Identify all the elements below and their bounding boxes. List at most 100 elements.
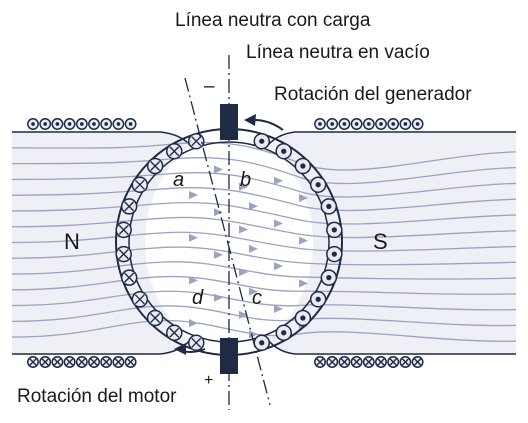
coil-bottom-right-cross-stroke [389, 358, 397, 366]
field-line-arrowhead [274, 304, 283, 313]
coil-bottom-right-cross-stroke [377, 358, 385, 366]
field-line [11, 172, 517, 198]
coil-top-right-dot [415, 122, 420, 126]
conductor-dot-dot [281, 330, 287, 336]
field-line-arrowhead [274, 176, 283, 185]
zone-label-a: a [173, 169, 184, 191]
field-line [11, 216, 517, 239]
zone-label-b: b [240, 169, 251, 191]
south-pole-bottom-edge [267, 339, 516, 355]
conductor-dot-dot [281, 148, 287, 154]
neutral-line-with-load-label: Línea neutra con carga [175, 10, 371, 31]
field-line-arrowhead [239, 268, 248, 277]
conductor-cross-cross-stroke [134, 294, 145, 305]
conductor-cross-cross-stroke [118, 249, 129, 260]
field-line [11, 261, 517, 280]
conductor-dot-dot [326, 274, 332, 281]
coil-top-left-dot [31, 122, 35, 126]
field-line [11, 141, 517, 171]
coil-bottom-left-cross-stroke [90, 358, 98, 366]
field-line-arrowhead [274, 219, 283, 228]
field-line-arrowhead [214, 293, 223, 302]
armature-conductors [115, 132, 343, 352]
south-pole-top-edge [267, 131, 516, 146]
zone-label-d: d [192, 287, 204, 309]
conductor-dot-dot [300, 315, 306, 321]
brush-top [220, 104, 238, 140]
coil-top-left-dot [104, 122, 109, 126]
coil-top-left-dot [92, 122, 96, 126]
field-line-arrowhead [214, 208, 223, 217]
field-line [11, 290, 517, 311]
conductor-dot-dot [259, 340, 265, 346]
conductor-cross-cross-stroke [124, 201, 135, 212]
coil-bottom-right-cross-stroke [328, 358, 336, 366]
field-line-arrowhead [249, 202, 258, 211]
coil-top-right-dot [379, 122, 383, 126]
coil-bottom-right-cross-stroke [316, 358, 324, 366]
field-line [11, 186, 517, 212]
field-line-arrowhead [249, 287, 258, 296]
coil-top-right-dot [391, 122, 396, 126]
field-coils [27, 118, 424, 368]
brush-bottom [220, 338, 238, 374]
conductor-cross-cross-stroke [134, 179, 145, 190]
neutral-line-with-load [184, 77, 271, 406]
conductor-dot-dot [259, 138, 265, 144]
brush-plus-sign: + [204, 372, 213, 389]
conductor-dot-dot [300, 163, 306, 169]
conductor-cross-cross-stroke [169, 327, 180, 338]
field-line [11, 275, 517, 295]
coil-top-left-dot [116, 122, 121, 126]
coil-top-left-dot [67, 122, 72, 126]
coil-bottom-left-cross-stroke [29, 358, 37, 366]
coil-top-left-dot [128, 122, 133, 126]
field-line-arrowhead [239, 310, 248, 319]
coil-top-right-dot [366, 122, 371, 126]
field-line-arrowhead [189, 233, 198, 242]
coil-bottom-left-cross-stroke [53, 358, 62, 366]
conductor-cross-cross-stroke [150, 160, 161, 171]
motor-rotation-arrow [174, 343, 206, 355]
field-line-arrowhead [299, 193, 308, 202]
coil-bottom-right-cross-stroke [340, 358, 349, 366]
coil-top-left-dot [55, 122, 60, 126]
coil-bottom-left-cross-stroke [41, 358, 49, 366]
field-line-arrowhead [299, 279, 308, 288]
field-line [11, 320, 517, 342]
coil-bottom-left-cross-stroke [114, 358, 123, 366]
field-line-arrowhead [239, 225, 248, 234]
field-line-arrowhead [189, 191, 198, 200]
conductor-cross-cross-stroke [191, 136, 202, 147]
conductor-cross-cross-stroke [118, 224, 129, 235]
coil-top-left-dot [79, 122, 84, 126]
north-pole-label: N [64, 229, 80, 254]
north-pole-bottom-edge [12, 339, 191, 355]
coil-top-right-dot [403, 122, 408, 126]
coil-top-right-dot [354, 122, 359, 126]
field-line [11, 246, 517, 266]
field-line-arrowhead [189, 319, 198, 328]
generator-rotation-label: Rotación del generador [274, 84, 472, 105]
field-line-arrowhead [239, 182, 248, 191]
field-line-arrowhead [299, 236, 308, 245]
conductor-dot-dot [326, 203, 332, 210]
field-line-arrowhead [214, 250, 223, 259]
field-line-arrowhead [214, 165, 223, 174]
conductor-dot-dot [331, 227, 337, 233]
coil-bottom-left-cross-stroke [126, 358, 135, 366]
field-line [11, 201, 517, 225]
coil-top-right-dot [342, 122, 347, 126]
coil-bottom-right-cross-stroke [401, 358, 410, 366]
field-line-arrowhead [249, 244, 258, 253]
conductor-dot-dot [331, 251, 337, 257]
conductor-cross-cross-stroke [191, 337, 202, 348]
conductor-cross-cross-stroke [169, 146, 180, 157]
magnetic-field-lines [11, 141, 517, 342]
field-line [11, 231, 517, 252]
field-line [11, 305, 517, 327]
coil-bottom-left-cross-stroke [78, 358, 86, 366]
coil-bottom-right-cross-stroke [352, 358, 361, 366]
field-line-arrowhead [274, 262, 283, 271]
